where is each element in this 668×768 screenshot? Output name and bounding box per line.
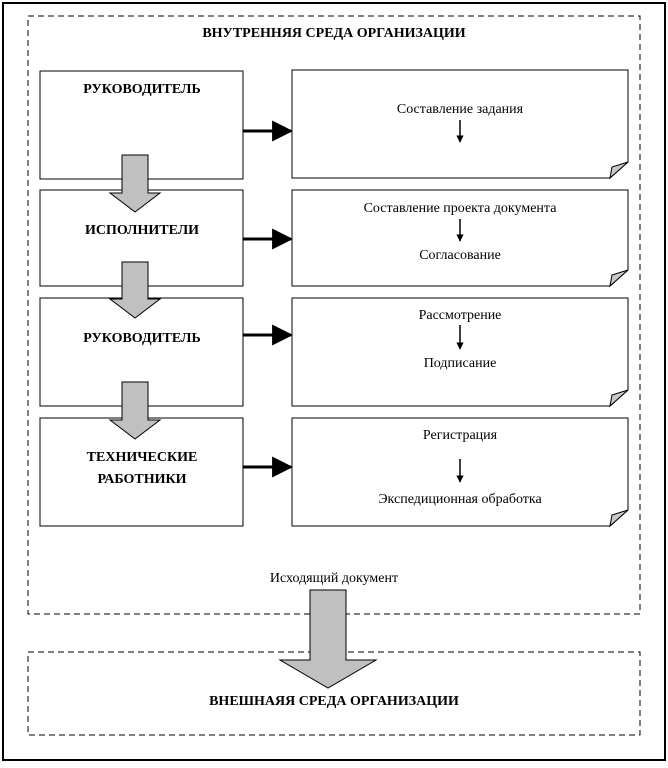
internal-environment-title: ВНУТРЕННЯЯ СРЕДА ОРГАНИЗАЦИИ bbox=[202, 26, 465, 41]
output-document-label: Исходящий документ bbox=[270, 571, 398, 586]
flow-block-arrow-2 bbox=[108, 261, 162, 319]
document-step: Регистрация bbox=[423, 428, 498, 443]
role-box-4: ТЕХНИЧЕСКИЕ РАБОТНИКИ bbox=[39, 417, 244, 527]
document-step: Согласование bbox=[419, 248, 501, 263]
role-label: ИСПОЛНИТЕЛИ bbox=[85, 223, 199, 238]
output-block-arrow bbox=[278, 589, 378, 689]
document-step: Рассмотрение bbox=[419, 308, 502, 323]
role-label-line-2: РАБОТНИКИ bbox=[97, 472, 186, 487]
flow-block-arrow-1 bbox=[108, 154, 162, 213]
document-box-4: Регистрация Экспедиционная обработка bbox=[291, 417, 629, 528]
role-label-line-1: ТЕХНИЧЕСКИЕ bbox=[87, 450, 198, 465]
folded-corner bbox=[609, 161, 629, 180]
flow-block-arrow-3 bbox=[108, 381, 162, 440]
document-step: Составление задания bbox=[397, 102, 524, 117]
folded-corner bbox=[609, 389, 629, 408]
document-box-3: Рассмотрение Подписание bbox=[291, 297, 629, 408]
role-label: РУКОВОДИТЕЛЬ bbox=[83, 331, 200, 346]
folded-corner bbox=[609, 509, 629, 528]
external-environment-title: ВНЕШНАЯЯ СРЕДА ОРГАНИЗАЦИИ bbox=[209, 694, 459, 709]
document-box-1: Составление задания bbox=[291, 69, 629, 180]
document-step: Составление проекта документа bbox=[364, 201, 558, 216]
document-step: Подписание bbox=[424, 356, 497, 371]
document-step: Экспедиционная обработка bbox=[378, 492, 542, 507]
folded-corner bbox=[609, 269, 629, 288]
role-label: РУКОВОДИТЕЛЬ bbox=[83, 82, 200, 97]
document-box-2: Составление проекта документа Согласован… bbox=[291, 189, 629, 288]
